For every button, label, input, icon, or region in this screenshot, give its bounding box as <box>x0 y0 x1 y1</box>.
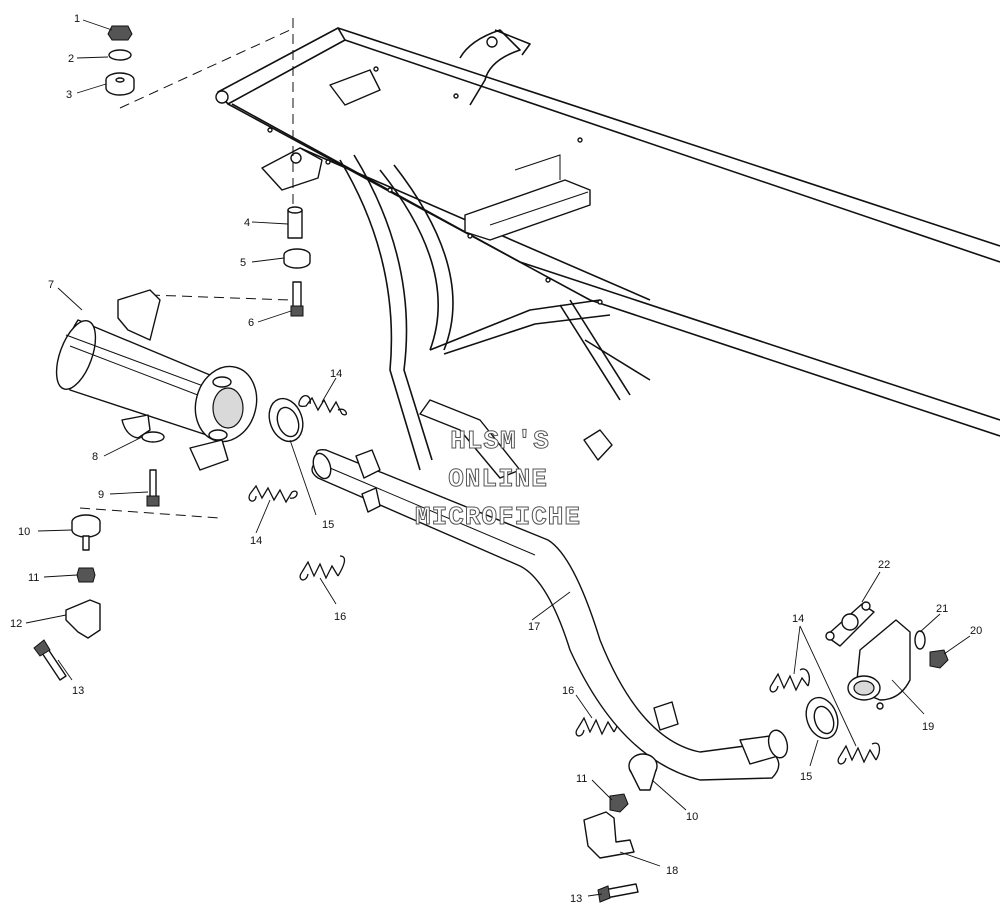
callout-11-right: 11 <box>576 773 587 785</box>
washer-part-21 <box>914 630 926 650</box>
callout-14-c: 14 <box>792 613 804 625</box>
callout-2: 2 <box>68 53 74 65</box>
seal-part-15-left <box>268 397 304 443</box>
nut-part-20 <box>929 649 949 669</box>
muffler <box>55 289 258 471</box>
nut-part-11-right <box>609 793 629 813</box>
nut-part-11-left <box>76 567 96 583</box>
callout-5: 5 <box>240 257 246 269</box>
spring-part-14-a <box>298 395 348 416</box>
callout-13-right: 13 <box>570 893 582 905</box>
callout-15-left: 15 <box>322 519 334 531</box>
callout-8: 8 <box>92 451 98 463</box>
vehicle-frame <box>215 27 1000 479</box>
bolt-part-9 <box>146 469 160 507</box>
bolt-part-13-right <box>597 883 639 903</box>
callout-labels: 1 2 3 4 5 6 7 8 9 10 11 12 13 14 14 15 1… <box>10 13 982 905</box>
spring-part-14-c <box>769 668 810 693</box>
callout-15-right: 15 <box>800 771 812 783</box>
callout-20: 20 <box>970 625 982 637</box>
spring-part-14-d <box>837 742 881 765</box>
callout-17: 17 <box>528 621 540 633</box>
mount-dashed-line-top <box>119 29 291 109</box>
callout-22: 22 <box>878 559 890 571</box>
gasket-part-22 <box>825 601 875 647</box>
callout-3: 3 <box>66 89 72 101</box>
seal-part-15-right <box>805 696 839 740</box>
callout-18: 18 <box>666 865 678 877</box>
callout-19: 19 <box>922 721 934 733</box>
exhaust-elbow-part-19 <box>847 619 911 710</box>
leader-lines <box>25 19 971 897</box>
grommet-part-10-left <box>71 514 101 551</box>
muffler-dashed-line <box>149 294 291 301</box>
bracket-part-18 <box>583 811 635 859</box>
watermark-line-1: HLSM'S <box>450 426 550 456</box>
exhaust-head-pipe <box>311 449 789 781</box>
isolator-stack-middle <box>283 206 311 317</box>
callout-11-left: 11 <box>28 572 39 584</box>
callout-16-right: 16 <box>562 685 574 697</box>
callout-13-left: 13 <box>72 685 84 697</box>
callout-7: 7 <box>48 279 54 291</box>
grommet-part-10-right <box>628 753 658 791</box>
callout-4: 4 <box>244 217 250 229</box>
bolt-part-13-left <box>33 639 67 681</box>
callout-14-a: 14 <box>330 368 342 380</box>
callout-21: 21 <box>936 603 948 615</box>
lower-mount-dashed-line <box>79 507 221 519</box>
spring-part-14-b <box>248 484 298 504</box>
callout-14-b: 14 <box>250 535 262 547</box>
callout-12: 12 <box>10 618 22 630</box>
callout-9: 9 <box>98 489 104 501</box>
bracket-part-12-left <box>65 599 101 639</box>
spring-part-16-a <box>299 555 346 581</box>
watermark: HLSM'S ONLINE MICROFICHE <box>414 426 581 533</box>
callout-6: 6 <box>248 317 254 329</box>
callout-1: 1 <box>74 13 80 25</box>
watermark-line-2: ONLINE <box>448 464 548 494</box>
callout-10-right: 10 <box>686 811 698 823</box>
callout-16-left: 16 <box>334 611 346 623</box>
hardware-stack-top <box>105 25 135 96</box>
callout-10-left: 10 <box>18 526 30 538</box>
washer-part-8 <box>141 431 165 443</box>
watermark-line-3: MICROFICHE <box>415 502 581 532</box>
